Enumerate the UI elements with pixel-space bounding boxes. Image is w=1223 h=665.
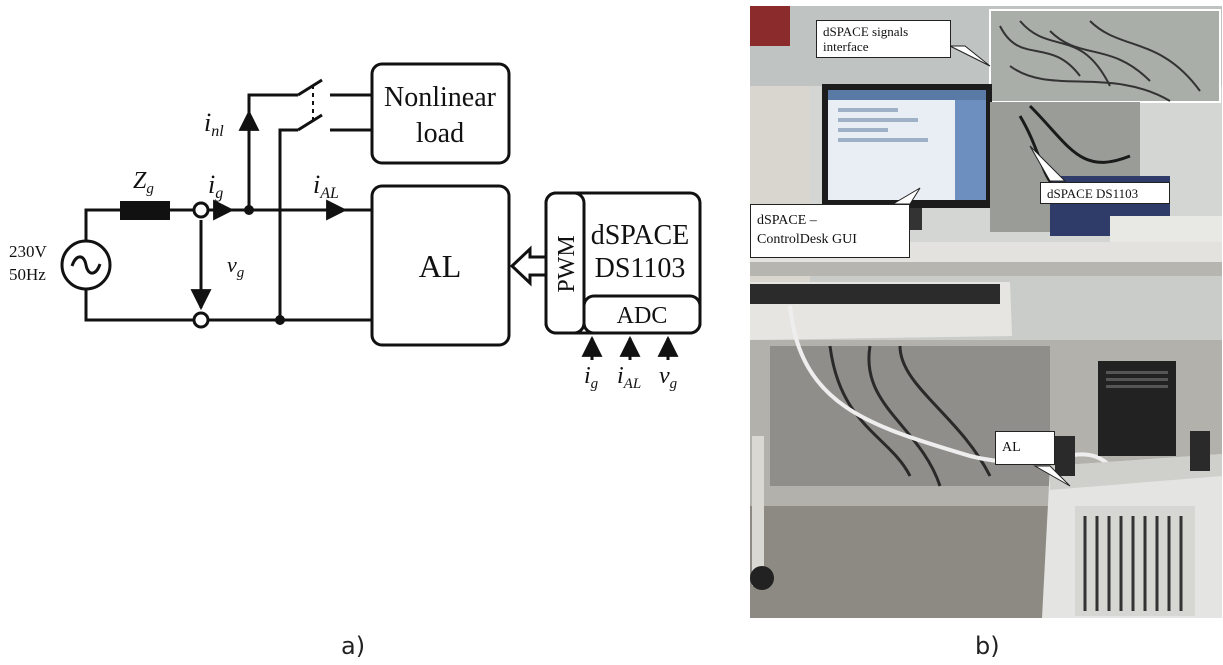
- callout-signals-interface-line1: dSPACE signals: [823, 24, 909, 39]
- adc-input-label-1: ig: [584, 363, 599, 392]
- callout-controldesk: dSPACE – ControlDesk GUI: [750, 204, 910, 258]
- wiring: [84, 78, 372, 322]
- impedance-block: [120, 201, 170, 220]
- adc-block: [582, 294, 702, 335]
- callout-signals-interface-line2: interface: [823, 39, 869, 54]
- adc-label: ADC: [617, 303, 668, 329]
- dspace-label-2: DS1103: [595, 253, 686, 284]
- node-top: [244, 205, 254, 215]
- nonlinear-load-label-1: Nonlinear: [384, 82, 497, 113]
- pwm-label: PWM: [554, 235, 580, 292]
- schematic-diagram: 230V 50Hz Zg ig inl iAL vg Nonlinear loa…: [9, 62, 702, 392]
- pwm-block: [544, 191, 586, 335]
- lab-setup-photo: dSPACE signals interface dSPACE DS1103 d…: [750, 6, 1222, 618]
- nonlinear-load-label-2: load: [416, 118, 464, 149]
- grid-voltage-label: vg: [227, 252, 245, 281]
- callout-ds1103: dSPACE DS1103: [1040, 182, 1170, 204]
- callout-controldesk-line2: ControlDesk GUI: [757, 232, 857, 247]
- adc-input-label-3: vg: [659, 363, 678, 392]
- impedance-label: Zg: [133, 168, 154, 197]
- node-bottom: [275, 315, 285, 325]
- grid-current-label: ig: [208, 170, 223, 202]
- ac-source: [60, 239, 112, 291]
- al-block: [370, 184, 511, 347]
- panel-a-caption: a): [341, 632, 366, 660]
- terminal-top: [192, 201, 210, 219]
- source-voltage-label: 230V: [9, 242, 48, 261]
- nonlinear-current-label: inl: [204, 108, 224, 140]
- lab-photo-illustration: [750, 6, 1222, 618]
- adc-input-label-2: iAL: [617, 363, 641, 392]
- callout-signals-interface: dSPACE signals interface: [816, 20, 951, 58]
- al-block-label: AL: [419, 248, 462, 284]
- al-current-label: iAL: [313, 170, 339, 202]
- callout-al: AL: [995, 431, 1055, 465]
- source-frequency-label: 50Hz: [9, 265, 46, 284]
- dspace-label-1: dSPACE: [591, 220, 690, 251]
- callout-controldesk-line1: dSPACE –: [757, 213, 817, 228]
- panel-b-caption: b): [975, 632, 1000, 660]
- pwm-to-al-arrow: [509, 245, 548, 287]
- terminal-bottom: [192, 311, 210, 329]
- nonlinear-load-block: [370, 62, 511, 165]
